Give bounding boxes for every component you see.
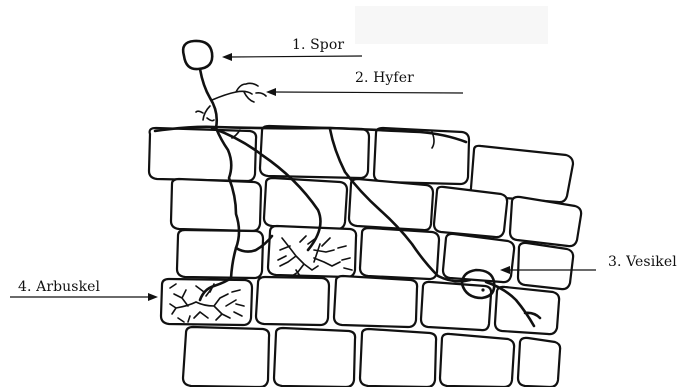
root-cell [183, 327, 269, 387]
spore [183, 41, 212, 69]
root-cell [256, 277, 329, 325]
root-cell [518, 243, 573, 289]
root-cell [421, 282, 491, 330]
root-cell [440, 334, 514, 387]
root-cell [149, 128, 256, 181]
root-cell [360, 228, 439, 279]
root-cell [495, 287, 559, 334]
root-cell [510, 197, 581, 246]
root-cell [374, 128, 469, 184]
root-cell [443, 234, 514, 282]
root-cell [334, 276, 417, 327]
root-cell [274, 328, 355, 387]
root-cell [177, 230, 263, 278]
root-cell [171, 179, 261, 231]
root-cell [434, 187, 507, 237]
vesicle-dot [481, 288, 484, 291]
label-spore: 1. Spor [292, 37, 344, 53]
label-vesicle: 3. Vesikel [608, 254, 677, 270]
hypha-branch [196, 106, 214, 121]
root-cell [260, 126, 369, 178]
root-cell [264, 178, 347, 229]
root-cell [518, 338, 560, 387]
root-cells [149, 126, 581, 387]
root-cell [360, 329, 436, 387]
root-cell [349, 179, 433, 230]
label-hyphae: 2. Hyfer [355, 70, 414, 86]
root-cell [161, 279, 252, 325]
label-arbuscule: 4. Arbuskel [18, 279, 100, 295]
hypha-branch [212, 83, 266, 102]
